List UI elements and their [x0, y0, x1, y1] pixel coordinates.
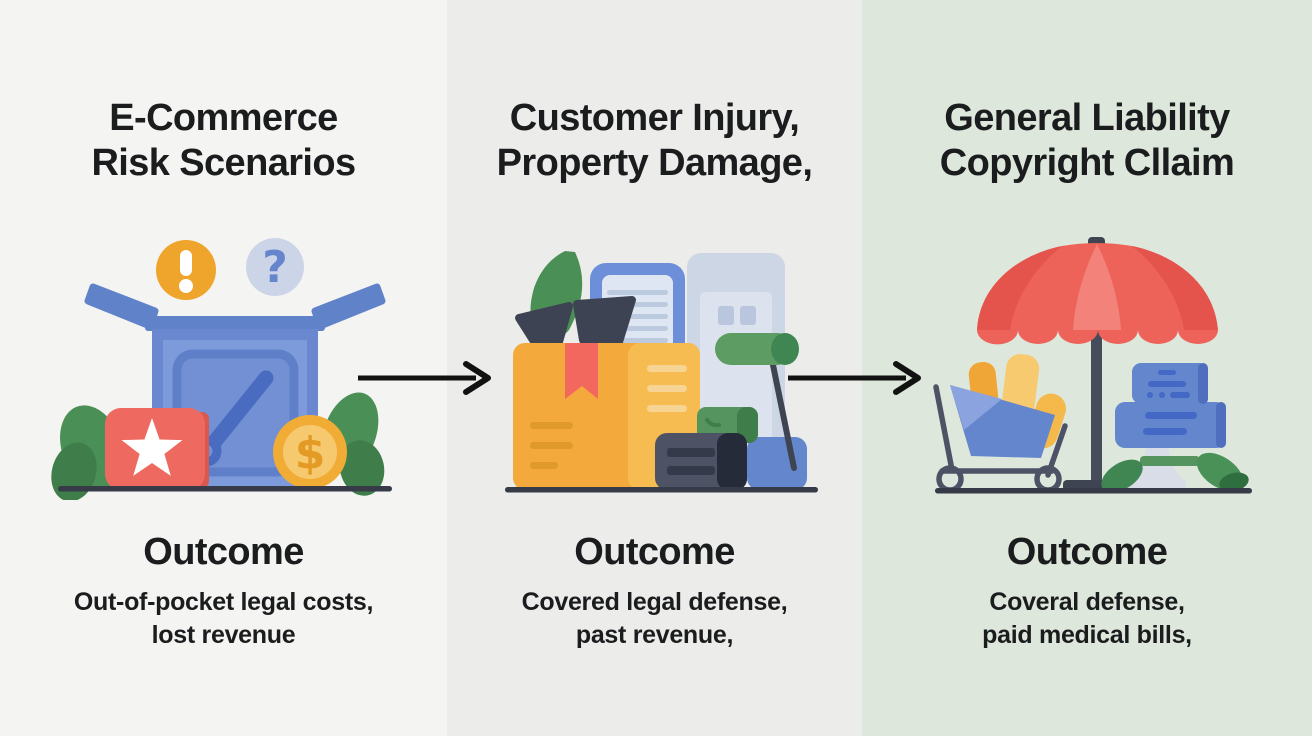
ribbon-icon: [565, 343, 598, 399]
dollar-coin-icon: $: [273, 415, 347, 489]
open-box-illustration-svg: ? $: [51, 238, 392, 502]
panel-ecommerce-risk: E-Commerce Risk Scenarios: [0, 0, 447, 736]
outcome-heading: Outcome: [1006, 531, 1168, 573]
outcome-description: Out-of-pocket legal costs, lost revenue: [0, 586, 447, 652]
ground-line: [58, 486, 392, 492]
panel-customer-injury: Customer Injury, Property Damage,: [447, 0, 862, 736]
open-box-illustration: ? $: [0, 230, 447, 505]
outcome-line2: paid medical bills,: [982, 621, 1192, 649]
packages-illustration: [447, 230, 862, 505]
panel-title: E-Commerce Risk Scenarios: [0, 96, 447, 186]
ground-line: [935, 488, 1252, 494]
document-stack-icon: [1115, 363, 1226, 448]
outcome-block: Outcome Covered legal defense, past reve…: [447, 531, 862, 652]
suitcase-icon: [655, 433, 747, 490]
umbrella-illustration-svg: [933, 237, 1252, 494]
panel-title-line2: Property Damage,: [496, 141, 813, 184]
ground-line: [505, 487, 818, 493]
svg-text:?: ?: [262, 242, 288, 293]
outcome-line2: past revenue,: [575, 621, 734, 649]
dark-wedges-icon: [515, 296, 636, 346]
alert-circle-icon: [156, 240, 216, 300]
panel-title: Customer Injury, Property Damage,: [447, 96, 862, 186]
outcome-line2: lost revenue: [151, 621, 296, 649]
pedestal-icon: [1128, 445, 1200, 491]
outcome-heading: Outcome: [143, 531, 304, 573]
paint-roller-icon: [715, 333, 799, 471]
outcome-description: Covered legal defense, past revenue,: [447, 586, 862, 652]
svg-text:$: $: [295, 428, 326, 479]
question-circle-icon: ?: [246, 238, 304, 296]
umbrella-icon: [977, 237, 1218, 491]
outcome-line1: Covered legal defense,: [521, 588, 788, 616]
outcome-line1: Out-of-pocket legal costs,: [73, 588, 374, 616]
umbrella-illustration: [862, 230, 1312, 505]
outcome-block: Outcome Out-of-pocket legal costs, lost …: [0, 531, 447, 652]
panel-title: General Liability Copyright Cllaim: [862, 96, 1312, 186]
panel-title-line2: Copyright Cllaim: [939, 141, 1235, 184]
leaves-icon: [1101, 452, 1249, 493]
star-badge-icon: [105, 408, 209, 490]
panel-title-line1: E-Commerce: [109, 97, 338, 139]
arrow-right-icon: [788, 361, 921, 395]
packages-illustration-svg: [505, 251, 818, 493]
blue-panel-icon: [747, 437, 807, 490]
panel-general-liability: General Liability Copyright Cllaim: [862, 0, 1312, 736]
panel-title-line1: Customer Injury,: [509, 97, 800, 139]
panel-title-line1: General Liability: [944, 97, 1230, 139]
outcome-block: Outcome Coveral defense, paid medical bi…: [862, 531, 1312, 652]
arrow-right-icon: [358, 361, 491, 395]
outcome-heading: Outcome: [574, 531, 735, 573]
outcome-line1: Coveral defense,: [989, 588, 1185, 616]
outcome-description: Coveral defense, paid medical bills,: [862, 586, 1312, 652]
panel-title-line2: Risk Scenarios: [91, 141, 356, 184]
